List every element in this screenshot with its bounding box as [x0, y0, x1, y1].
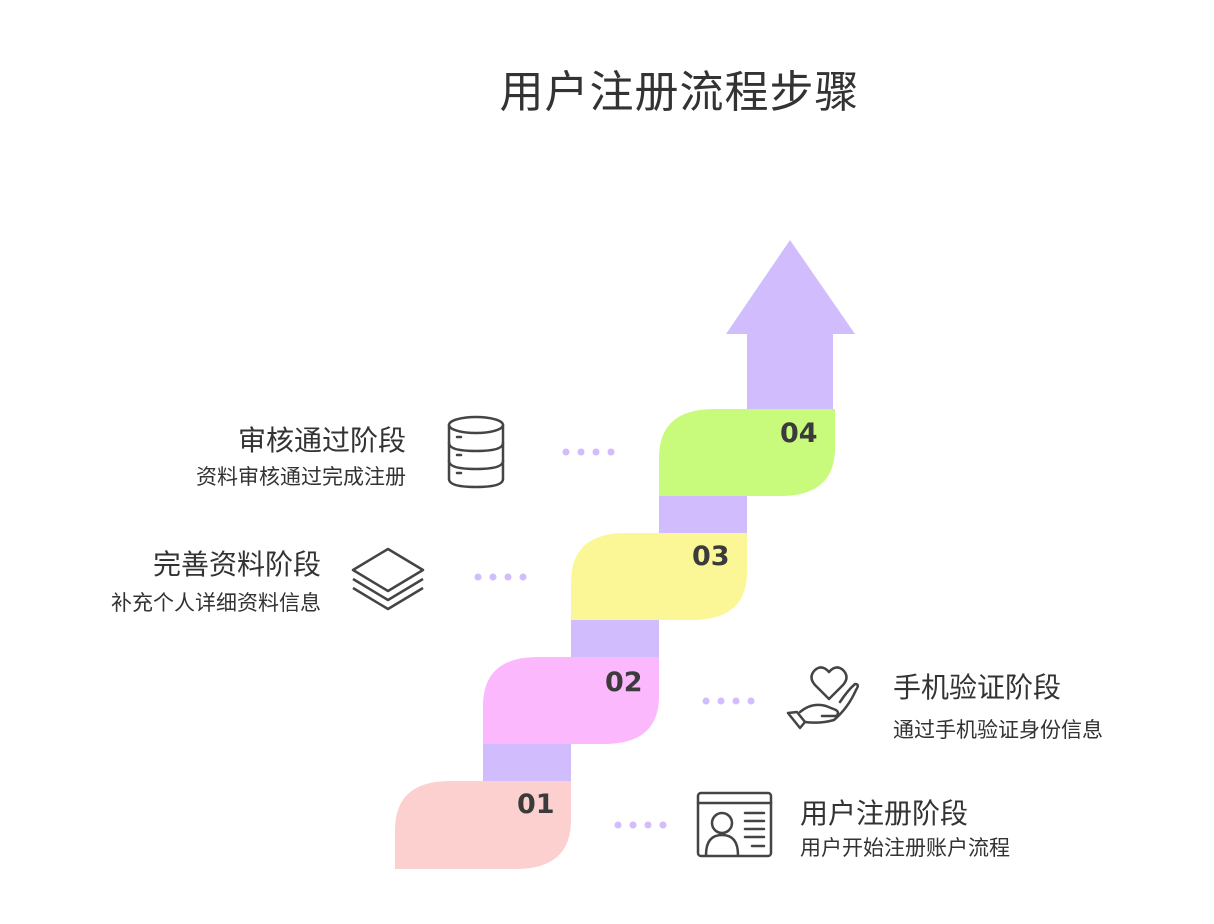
layers-icon: [351, 547, 425, 611]
dots-02: [702, 697, 755, 705]
heart-hand-icon: [786, 666, 859, 730]
step-desc-01: 用户开始注册账户流程: [800, 836, 1010, 860]
step-title-02: 手机验证阶段: [893, 671, 1062, 704]
step-number-01: 01: [517, 789, 555, 820]
step-block-03: [571, 533, 747, 620]
id-card-icon: [696, 791, 773, 858]
connector-02-03: [571, 619, 659, 657]
step-title-04: 审核通过阶段: [237, 424, 406, 457]
step-desc-04: 资料审核通过完成注册: [196, 465, 406, 489]
dots-01: [614, 821, 667, 829]
step-block-02: [483, 657, 659, 744]
dots-04: [562, 448, 615, 456]
step-title-03: 完善资料阶段: [152, 548, 321, 581]
dots-03: [474, 573, 527, 581]
up-arrow: [726, 240, 855, 409]
step-desc-02: 通过手机验证身份信息: [893, 718, 1103, 742]
step-number-04: 04: [780, 418, 818, 449]
step-block-01: [395, 781, 571, 869]
database-icon: [447, 415, 505, 489]
connector-01-02: [483, 743, 571, 781]
step-title-01: 用户注册阶段: [800, 797, 969, 830]
page-title: 用户注册流程步骤: [499, 67, 860, 118]
step-desc-03: 补充个人详细资料信息: [111, 591, 321, 615]
step-number-02: 02: [605, 667, 643, 698]
step-number-03: 03: [692, 541, 730, 572]
connector-03-04: [659, 495, 747, 533]
step-block-04: [659, 409, 835, 496]
